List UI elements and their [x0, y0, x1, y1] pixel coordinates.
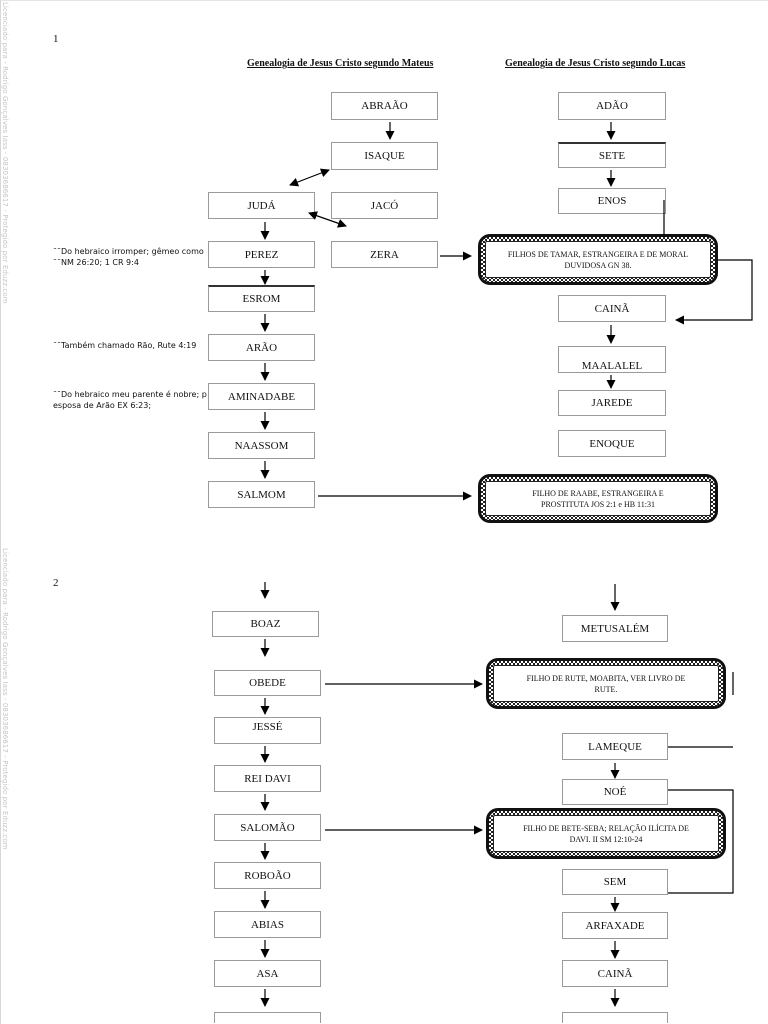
- node-sem: SEM: [562, 869, 668, 895]
- callout-raabe-text: FILHO DE RAABE, ESTRANGEIRA E PROSTITUTA…: [485, 481, 711, 516]
- node-jarede: JAREDE: [558, 390, 666, 416]
- node-obede: OBEDE: [214, 670, 321, 696]
- node-roboao: ROBOÃO: [214, 862, 321, 889]
- node-caina: CAINÃ: [558, 295, 666, 322]
- page-number: 1: [53, 33, 59, 45]
- node-maalalel: MAALALEL: [558, 346, 666, 373]
- node-salmom: SALMOM: [208, 481, 315, 508]
- title-lucas: Genealogia de Jesus Cristo segundo Lucas: [505, 58, 686, 69]
- watermark: Licenciado para - Rodrigo Gonçalves Iass…: [1, 2, 9, 304]
- node-lameque: LAMEQUE: [562, 733, 668, 760]
- callout-raabe: FILHO DE RAABE, ESTRANGEIRA E PROSTITUTA…: [478, 474, 718, 523]
- note-aminadabe-line-2: esposa de Arão EX 6:23;: [53, 401, 152, 410]
- node-salomao: SALOMÃO: [214, 814, 321, 841]
- node-abias: ABIAS: [214, 911, 321, 938]
- node-boaz: BOAZ: [212, 611, 319, 637]
- watermark: Licenciado para - Rodrigo Gonçalves Iass…: [1, 548, 9, 850]
- node-juda: JUDÁ: [208, 192, 315, 219]
- node-asa: ASA: [214, 960, 321, 987]
- node-arfaxade: ARFAXADE: [562, 912, 668, 939]
- node-isaque: ISAQUE: [331, 142, 438, 170]
- callout-line: DUVIDOSA GN 38.: [564, 260, 632, 270]
- node-enos: ENOS: [558, 188, 666, 214]
- callout-tamar-text: FILHOS DE TAMAR, ESTRANGEIRA E DE MORAL …: [485, 241, 711, 278]
- callout-rute: FILHO DE RUTE, MOABITA, VER LIVRO DE RUT…: [486, 658, 726, 709]
- note-perez-line-1: ¯¯Do hebraico irromper; gêmeo como: [53, 247, 204, 256]
- node-partial: [562, 1012, 668, 1023]
- callout-line: FILHO DE RUTE, MOABITA, VER LIVRO DE: [526, 673, 686, 683]
- note-arao: ¯¯Também chamado Rão, Rute 4:19: [53, 341, 197, 350]
- callout-line: FILHO DE BETE-SEBA; RELAÇÃO ILÍCITA DE: [523, 823, 689, 833]
- node-perez: PEREZ: [208, 241, 315, 268]
- callout-line: DAVI. II SM 12:10-24: [569, 834, 643, 844]
- node-metusalem: METUSALÉM: [562, 615, 668, 642]
- callout-bete-seba-text: FILHO DE BETE-SEBA; RELAÇÃO ILÍCITA DE D…: [493, 815, 719, 852]
- note-aminadabe-line-1: ¯¯Do hebraico meu parente é nobre; p: [53, 390, 207, 399]
- node-jaco: JACÓ: [331, 192, 438, 219]
- node-rei-davi: REI DAVI: [214, 765, 321, 792]
- callout-line: RUTE.: [594, 684, 618, 694]
- node-arao: ARÃO: [208, 334, 315, 361]
- callout-line: FILHO DE RAABE, ESTRANGEIRA E: [532, 488, 664, 498]
- callout-rute-text: FILHO DE RUTE, MOABITA, VER LIVRO DE RUT…: [493, 665, 719, 702]
- node-partial: [214, 1012, 321, 1023]
- callout-line: PROSTITUTA JOS 2:1 e HB 11:31: [541, 499, 655, 509]
- node-aminadabe: AMINADABE: [208, 383, 315, 410]
- node-abraao: ABRAÃO: [331, 92, 438, 120]
- node-caina: CAINÃ: [562, 960, 668, 987]
- callout-line: FILHOS DE TAMAR, ESTRANGEIRA E DE MORAL: [507, 249, 689, 259]
- node-esrom: ESROM: [208, 285, 315, 312]
- node-naassom: NAASSOM: [208, 432, 315, 459]
- node-jesse: JESSÉ: [214, 717, 321, 744]
- node-sete: SETE: [558, 142, 666, 168]
- title-mateus: Genealogia de Jesus Cristo segundo Mateu…: [247, 58, 434, 69]
- page-number: 2: [53, 577, 59, 589]
- node-adao: ADÃO: [558, 92, 666, 120]
- node-noe: NOÉ: [562, 779, 668, 805]
- note-perez-line-2: ¯¯NM 26:20; 1 CR 9:4: [53, 258, 139, 267]
- callout-bete-seba: FILHO DE BETE-SEBA; RELAÇÃO ILÍCITA DE D…: [486, 808, 726, 859]
- node-enoque: ENOQUE: [558, 430, 666, 457]
- callout-tamar: FILHOS DE TAMAR, ESTRANGEIRA E DE MORAL …: [478, 234, 718, 285]
- node-zera: ZERA: [331, 241, 438, 268]
